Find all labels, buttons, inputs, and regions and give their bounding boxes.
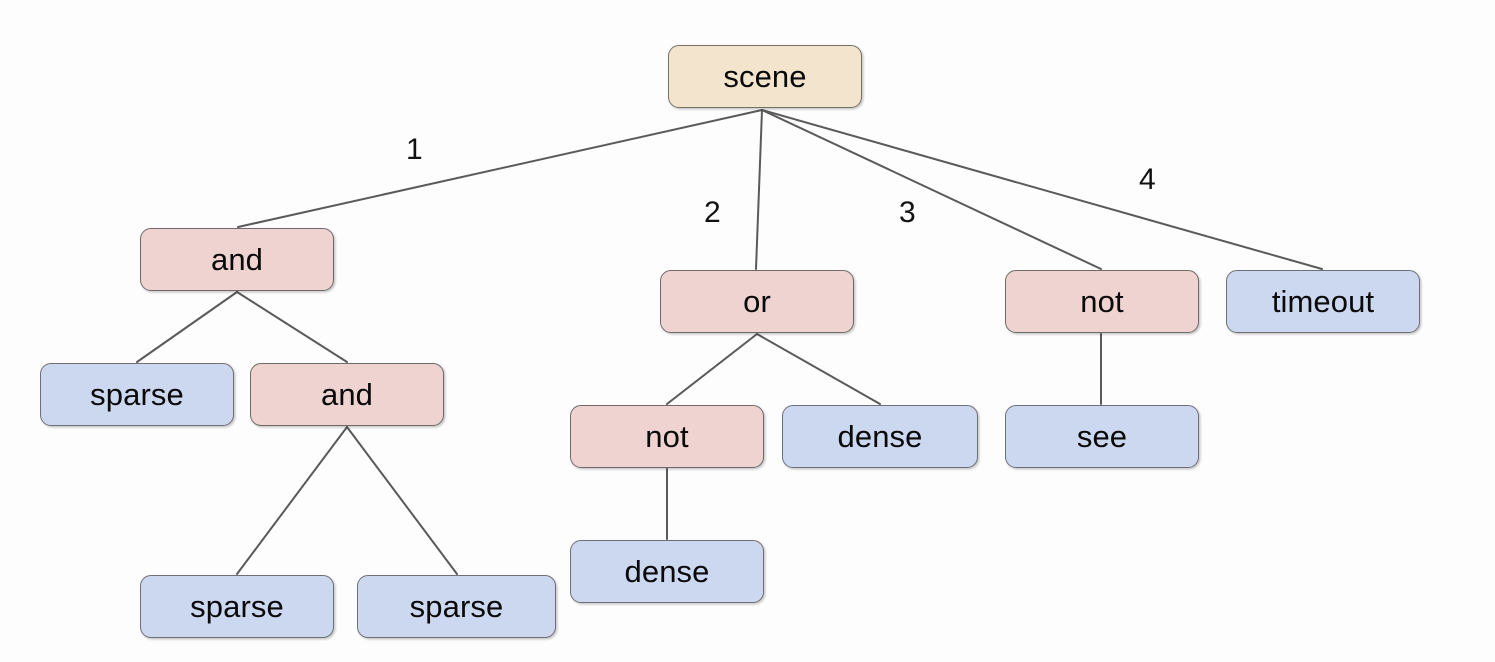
tree-edge [237,109,763,228]
tree-node-label: not [645,419,689,454]
tree-node-dense1[interactable]: dense [782,405,978,468]
tree-node-or1[interactable]: or [660,270,854,333]
tree-edge [666,333,758,405]
tree-node-label: and [210,242,264,277]
tree-node-label: and [320,377,374,412]
tree-node-label: sparse [190,589,284,624]
tree-node-label: sparse [409,589,504,624]
tree-node-label: dense [837,419,923,454]
tree-edge [755,109,763,270]
tree-node-label: dense [624,554,710,589]
edge-label-3: 3 [899,196,916,229]
edge-label-4: 4 [1139,163,1156,196]
tree-node-label: or [743,284,771,319]
tree-node-and2[interactable]: and [250,363,444,426]
tree-node-see[interactable]: see [1005,405,1199,468]
edge-label-1: 1 [406,133,423,166]
tree-edge [346,426,458,575]
tree-edge [236,291,348,363]
tree-node-not1[interactable]: not [1005,270,1199,333]
tree-edge [236,426,348,575]
tree-node-label: sparse [90,377,184,412]
tree-node-label: timeout [1271,284,1375,319]
tree-node-label: see [1076,419,1128,454]
tree-edge [756,333,881,405]
edge-label-2: 2 [704,196,721,229]
tree-edge [761,109,1102,270]
tree-node-label: not [1080,284,1124,319]
tree-node-timeout[interactable]: timeout [1226,270,1420,333]
tree-edge [136,291,238,363]
tree-node-label: scene [723,59,807,94]
tree-node-scene[interactable]: scene [668,45,862,108]
tree-node-sparse2[interactable]: sparse [140,575,334,638]
tree-node-dense2[interactable]: dense [570,540,764,603]
tree-node-sparse3[interactable]: sparse [357,575,556,638]
tree-node-sparse1[interactable]: sparse [40,363,234,426]
tree-edge [761,109,1323,270]
tree-node-not2[interactable]: not [570,405,764,468]
tree-node-and1[interactable]: and [140,228,334,291]
